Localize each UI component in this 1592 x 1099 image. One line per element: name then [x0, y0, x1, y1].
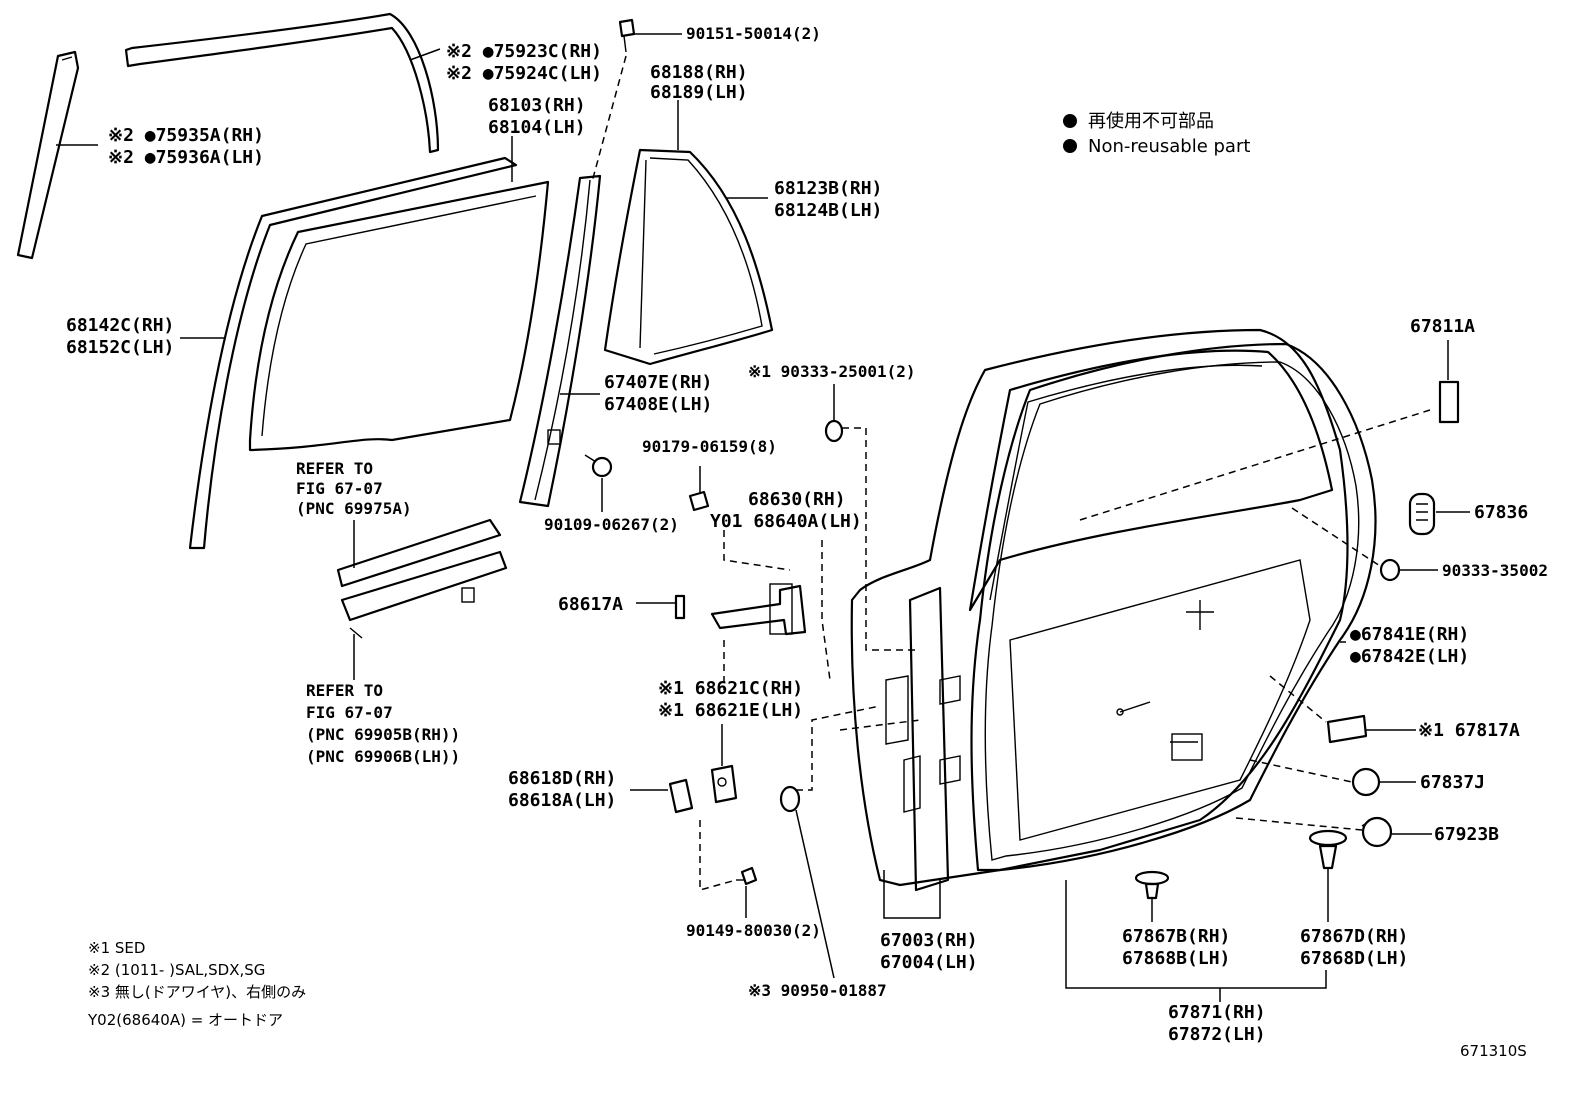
figure-id: 671310S: [1460, 1042, 1527, 1060]
label-68103-rh: 68103(RH): [488, 95, 586, 116]
label-67836: 67836: [1474, 502, 1528, 523]
legend-jp: 再使用不可部品: [1088, 111, 1214, 132]
footnote-2: ※2 (1011- )SAL,SDX,SG: [88, 961, 265, 979]
label-68124-lh: 68124B(LH): [774, 200, 882, 221]
label-68123-rh: 68123B(RH): [774, 178, 882, 199]
clip-67837-part: [1351, 767, 1381, 797]
label-67867D-rh: 67867D(RH): [1300, 926, 1408, 947]
label-67868B-lh: 67868B(LH): [1122, 948, 1230, 969]
label-68618-rh: 68618D(RH): [508, 768, 616, 789]
bolt-90151-part: [618, 18, 636, 53]
label-67842-lh: ●67842E(LH): [1350, 646, 1469, 667]
label-90333-25001: ※1 90333-25001(2): [748, 362, 916, 381]
label-90333-35002: 90333-35002: [1442, 561, 1548, 580]
label-67004-lh: 67004(LH): [880, 952, 978, 973]
bullet-icon: [1063, 114, 1077, 128]
label-67871-rh: 67871(RH): [1168, 1002, 1266, 1023]
label-90151: 90151-50014(2): [686, 24, 821, 43]
seal-67817-part: [1326, 714, 1368, 744]
footnote-4: Y02(68640A) = オートドア: [87, 1011, 283, 1029]
label-75924-lh: ※2 ●75924C(LH): [446, 63, 602, 84]
door-glass-part: [248, 180, 550, 452]
plug-90950-part: [779, 785, 801, 813]
label-90950: ※3 90950-01887: [748, 981, 887, 1000]
bolt-90179-part: [688, 490, 710, 512]
label-90109: 90109-06267(2): [544, 515, 679, 534]
label-67923: 67923B: [1434, 824, 1499, 845]
clip-67923-part: [1361, 816, 1393, 848]
bullet-icon: [1063, 139, 1077, 153]
label-refer-bottom-2: FIG 67-07: [306, 703, 393, 722]
clip-67867B-part: [1134, 870, 1170, 900]
label-refer-top-3: (PNC 69975A): [296, 499, 412, 518]
label-75923-rh: ※2 ●75923C(RH): [446, 41, 602, 62]
label-75935-rh: ※2 ●75935A(RH): [108, 125, 264, 146]
label-67817: ※1 67817A: [1418, 720, 1520, 741]
door-check-part: [710, 583, 807, 636]
label-67003-rh: 67003(RH): [880, 930, 978, 951]
label-refer-top-1: REFER TO: [296, 459, 373, 478]
footnote-1: ※1 SED: [88, 939, 145, 957]
bolt-90109-part: [584, 454, 613, 478]
label-68142-rh: 68142C(RH): [66, 315, 174, 336]
label-67811: 67811A: [1410, 316, 1475, 337]
pillar-moulding-part: [16, 50, 80, 260]
label-67811-part: [1438, 380, 1460, 424]
footnotes: ※1 SED ※2 (1011- )SAL,SDX,SG ※3 無し(ドアワイヤ…: [87, 939, 306, 1029]
hinge-68621-part: [710, 764, 738, 804]
label-67837: 67837J: [1420, 772, 1485, 793]
label-68188-rh: 68188(RH): [650, 62, 748, 83]
label-67868D-lh: 67868D(LH): [1300, 948, 1408, 969]
footnote-3: ※3 無し(ドアワイヤ)、右側のみ: [88, 983, 306, 1001]
label-67872-lh: 67872(LH): [1168, 1024, 1266, 1045]
hinge-68618-part: [668, 778, 694, 814]
roof-moulding-part: [124, 12, 440, 154]
division-channel-part: [518, 174, 602, 508]
pin-68617-part: [674, 594, 686, 620]
label-68189-lh: 68189(LH): [650, 82, 748, 103]
label-67867B-rh: 67867B(RH): [1122, 926, 1230, 947]
label-68104-lh: 68104(LH): [488, 117, 586, 138]
label-67407-rh: 67407E(RH): [604, 372, 712, 393]
label-68617: 68617A: [558, 594, 623, 615]
label-75936-lh: ※2 ●75936A(LH): [108, 147, 264, 168]
label-67841-rh: ●67841E(RH): [1350, 624, 1469, 645]
label-68621-lh: ※1 68621E(LH): [658, 700, 803, 721]
label-68640-lh: Y01 68640A(LH): [710, 511, 862, 532]
label-68152-lh: 68152C(LH): [66, 337, 174, 358]
door-panel-part: [850, 328, 1377, 892]
leader-lines: [56, 33, 1470, 1002]
plug-90333-25001-part: [824, 419, 844, 443]
label-68621-rh: ※1 68621C(RH): [658, 678, 803, 699]
label-refer-bottom-1: REFER TO: [306, 681, 383, 700]
legend: 再使用不可部品 Non-reusable part: [1063, 111, 1250, 157]
plug-67836-part: [1408, 492, 1436, 536]
label-90149: 90149-80030(2): [686, 921, 821, 940]
label-refer-bottom-4: (PNC 69906B(LH)): [306, 747, 460, 766]
label-refer-bottom-3: (PNC 69905B(RH)): [306, 725, 460, 744]
run-channel-part: [188, 156, 518, 550]
belt-moulding-part: [336, 518, 508, 639]
quarter-glass-part: [603, 148, 774, 366]
assembly-lines: [591, 55, 1431, 891]
label-68630-rh: 68630(RH): [748, 489, 846, 510]
label-refer-top-2: FIG 67-07: [296, 479, 383, 498]
clip-67867D-part: [1308, 829, 1348, 870]
bolt-90149-part: [736, 866, 758, 886]
label-90179: 90179-06159(8): [642, 437, 777, 456]
legend-en: Non-reusable part: [1088, 136, 1250, 157]
plug-90333-35002-part: [1379, 558, 1401, 582]
callouts: ※2 ●75923C(RH) ※2 ●75924C(LH) ※2 ●75935A…: [66, 24, 1548, 1045]
label-68618-lh: 68618A(LH): [508, 790, 616, 811]
label-67408-lh: 67408E(LH): [604, 394, 712, 415]
